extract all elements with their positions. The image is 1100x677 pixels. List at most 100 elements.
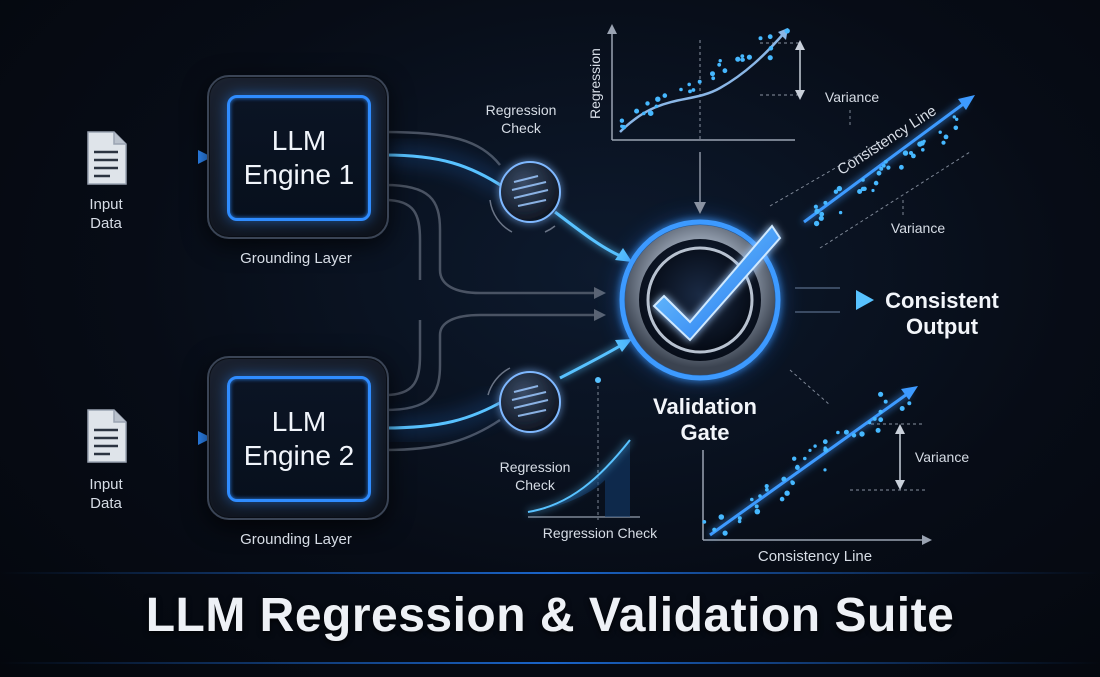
scatter-dot — [647, 110, 654, 116]
diagonal-variance-label: Variance — [890, 220, 946, 236]
scatter-dot — [922, 139, 926, 143]
scatter-dot — [813, 220, 820, 227]
top-chart-y-label: Regression — [587, 48, 603, 119]
scatter-dot — [813, 204, 819, 209]
scatter-dot — [795, 465, 800, 470]
scatter-dot — [953, 125, 959, 131]
scatter-dot — [899, 164, 904, 170]
scatter-dot — [702, 520, 707, 524]
scatter-dot — [754, 504, 759, 509]
scatter-dot — [768, 46, 774, 51]
scatter-dot — [767, 55, 773, 61]
scatter-dot — [917, 141, 923, 147]
checkmark-icon — [652, 224, 782, 342]
banner-bottom-line — [0, 662, 1100, 664]
scatter-dot — [878, 417, 884, 423]
scatter-dot — [872, 416, 877, 421]
top-regression-chart — [607, 24, 805, 141]
scatter-dot — [711, 76, 716, 81]
grounding-layer-label-1: Grounding Layer — [240, 250, 352, 267]
scatter-dot — [833, 189, 839, 194]
scatter-dot — [722, 68, 728, 74]
scatter-dot — [881, 163, 886, 168]
scatter-dot — [687, 82, 691, 87]
scatter-dot — [843, 429, 849, 435]
scatter-dot — [899, 406, 905, 411]
scatter-dot — [952, 115, 956, 119]
scatter-dot — [886, 165, 891, 170]
scatter-dot — [838, 210, 843, 215]
scatter-dot — [941, 140, 946, 145]
consistent-output-label: Consistent Output — [885, 288, 999, 339]
scatter-dot — [808, 448, 812, 452]
top-chart-points — [619, 28, 790, 130]
scatter-dot — [955, 117, 959, 122]
small-regression-chart — [527, 377, 640, 520]
scatter-dot — [697, 79, 702, 84]
scatter-dot — [902, 150, 909, 156]
banner-top-line — [0, 572, 1100, 574]
input-label-1: Input Data — [89, 196, 123, 232]
scatter-dot — [873, 180, 879, 186]
llm-engine-1: LLM Engine 1 — [207, 75, 389, 239]
document-icon — [87, 131, 127, 185]
scatter-dot — [621, 124, 627, 130]
bottom-variance-label: Variance — [914, 449, 970, 465]
scatter-dot — [764, 484, 769, 489]
scatter-dot — [878, 391, 884, 397]
regression-check-label-1: Regression Check — [485, 102, 557, 136]
grounding-layer-label-2: Grounding Layer — [240, 531, 352, 548]
validation-gate-label: Validation Gate — [653, 394, 757, 445]
scatter-dot — [754, 508, 761, 515]
bottom-consistency-label: Consistency Line — [757, 548, 873, 565]
diagonal-consistency-chart — [769, 95, 975, 249]
input-label-2: Input Data — [89, 476, 123, 512]
input-arrows — [134, 150, 212, 445]
scatter-dot — [691, 88, 696, 92]
scatter-dot — [879, 166, 884, 171]
scatter-dot — [781, 476, 787, 482]
scatter-dot — [765, 487, 769, 492]
scatter-dot — [642, 111, 646, 116]
engine-1-title: LLM Engine 1 — [243, 125, 355, 190]
scatter-dot — [943, 134, 949, 140]
scatter-dot — [718, 514, 725, 520]
llm-engine-2: LLM Engine 2 — [207, 356, 389, 520]
scatter-dot — [860, 186, 866, 192]
scatter-dot — [758, 36, 763, 41]
scatter-dot — [662, 93, 668, 98]
scatter-dot — [790, 480, 794, 484]
scatter-dot — [737, 519, 742, 524]
scatter-dot — [712, 527, 717, 532]
scatter-dot — [740, 54, 745, 58]
scatter-dot — [938, 130, 942, 134]
regression-check-lens-2 — [487, 367, 561, 433]
scatter-dot — [735, 56, 741, 62]
bottom-chart-points — [702, 391, 912, 536]
scatter-dot — [823, 200, 828, 205]
scatter-dot — [859, 431, 865, 437]
scatter-dot — [750, 497, 754, 502]
output-arrow — [792, 287, 874, 313]
engine-2-title: LLM Engine 2 — [243, 406, 355, 471]
scatter-dot — [822, 439, 828, 445]
scatter-dot — [737, 516, 742, 521]
scatter-dot — [784, 28, 790, 34]
scatter-dot — [851, 433, 857, 438]
scatter-dot — [784, 490, 790, 496]
scatter-dot — [878, 409, 883, 414]
scatter-dot — [884, 159, 888, 164]
scatter-dot — [710, 71, 715, 77]
pipe-connectors — [384, 130, 600, 452]
scatter-dot — [876, 170, 882, 176]
scatter-dot — [645, 101, 650, 106]
small-regression-label: Regression Check — [542, 525, 658, 541]
scatter-dot — [818, 215, 824, 221]
bottom-consistency-chart — [702, 369, 932, 545]
scatter-dot — [907, 401, 912, 406]
page-title: LLM Regression & Validation Suite — [145, 589, 955, 642]
scatter-dot — [654, 104, 659, 109]
scatter-dot — [619, 118, 625, 123]
scatter-dot — [767, 34, 773, 40]
regression-check-lens-1 — [489, 161, 561, 233]
